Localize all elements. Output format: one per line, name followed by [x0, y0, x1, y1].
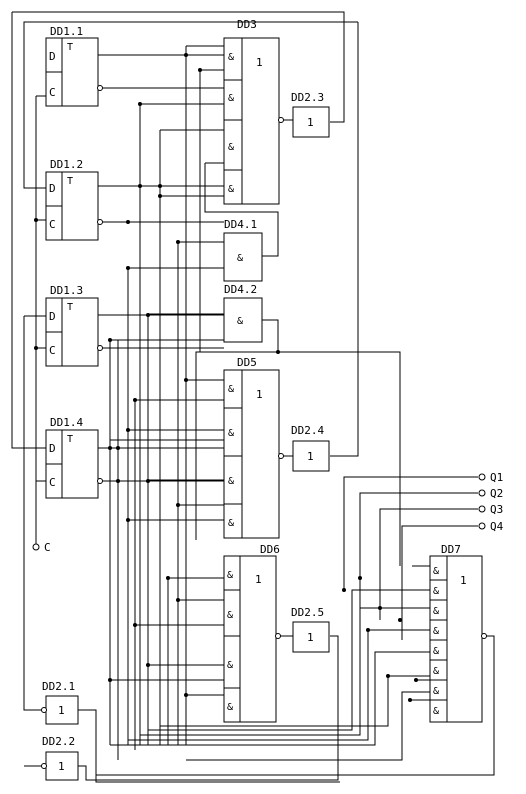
- and-symbol: &: [433, 586, 439, 597]
- dd2-4-label: DD2.4: [291, 424, 324, 437]
- flip-flop-dd1-3: D C T DD1.3: [45, 284, 103, 367]
- and-symbol: &: [228, 142, 234, 153]
- junction-dots: [34, 53, 418, 702]
- and-symbol: &: [228, 52, 234, 63]
- dd5-label: DD5: [237, 356, 257, 369]
- not-symbol: 1: [307, 631, 314, 644]
- not-symbol: 1: [58, 760, 65, 773]
- and-symbol: &: [433, 646, 439, 657]
- gate-dd4-2: & DD4.2: [223, 283, 263, 343]
- dd6-label: DD6: [260, 543, 280, 556]
- c-pin-label: C: [49, 476, 56, 489]
- d-pin-label: D: [49, 182, 56, 195]
- flip-flop-dd1-2: D C T DD1.2: [45, 158, 103, 241]
- not-symbol: 1: [307, 116, 314, 129]
- and-symbol: &: [228, 476, 234, 487]
- t-label: T: [67, 434, 73, 445]
- and-symbol: &: [228, 428, 234, 439]
- clock-terminal: C: [32, 541, 51, 554]
- gate-dd6: & & & & 1 DD6: [223, 543, 281, 723]
- dd2-5-label: DD2.5: [291, 606, 324, 619]
- and-symbol: &: [433, 666, 439, 677]
- t-label: T: [67, 302, 73, 313]
- inverter-dd2-4: 1 DD2.4: [291, 424, 330, 472]
- and-symbol: &: [433, 566, 439, 577]
- and-symbol: &: [228, 518, 234, 529]
- c-pin-label: C: [49, 218, 56, 231]
- and-symbol: &: [433, 606, 439, 617]
- gate-dd5: & & & & 1 DD5: [223, 356, 284, 539]
- and-symbol: &: [227, 610, 233, 621]
- gate-dd3: & & & & 1 DD3: [223, 18, 284, 205]
- and-symbol: &: [433, 706, 439, 717]
- dd3-label: DD3: [237, 18, 257, 31]
- and-symbol: &: [227, 702, 233, 713]
- not-symbol: 1: [307, 450, 314, 463]
- q2-label: Q2: [490, 487, 503, 500]
- inverter-dd2-3: 1 DD2.3: [291, 91, 330, 138]
- c-pin-label: C: [49, 344, 56, 357]
- or-symbol: 1: [256, 56, 263, 69]
- d-pin-label: D: [49, 310, 56, 323]
- t-label: T: [67, 176, 73, 187]
- dd1-1-label: DD1.1: [50, 25, 83, 38]
- and-symbol: &: [237, 253, 243, 264]
- gate-dd4-1: & DD4.1: [223, 218, 263, 282]
- and-symbol: &: [227, 660, 233, 671]
- q4-label: Q4: [490, 520, 504, 533]
- dd2-2-label: DD2.2: [42, 735, 75, 748]
- dd4-1-label: DD4.1: [224, 218, 257, 231]
- not-symbol: 1: [58, 704, 65, 717]
- dd2-1-label: DD2.1: [42, 680, 75, 693]
- dd1-4-label: DD1.4: [50, 416, 83, 429]
- d-pin-label: D: [49, 442, 56, 455]
- and-symbol: &: [237, 316, 243, 327]
- dd2-3-label: DD2.3: [291, 91, 324, 104]
- flip-flop-dd1-1: D C T DD1.1: [45, 25, 103, 107]
- inverter-dd2-1: 1 DD2.1: [41, 680, 79, 725]
- inverter-dd2-5: 1 DD2.5: [291, 606, 330, 653]
- and-symbol: &: [228, 384, 234, 395]
- d-pin-label: D: [49, 50, 56, 63]
- dd7-label: DD7: [441, 543, 461, 556]
- t-label: T: [67, 42, 73, 53]
- wires: [11, 11, 495, 783]
- or-symbol: 1: [256, 388, 263, 401]
- q3-label: Q3: [490, 503, 503, 516]
- and-symbol: &: [433, 626, 439, 637]
- gate-dd7: & & & & & & & & 1 DD7: [429, 543, 487, 723]
- dd4-2-label: DD4.2: [224, 283, 257, 296]
- q1-label: Q1: [490, 471, 503, 484]
- output-terminals: Q1 Q2 Q3 Q4: [478, 471, 504, 533]
- or-symbol: 1: [460, 574, 467, 587]
- and-symbol: &: [433, 686, 439, 697]
- c-pin-label: C: [49, 86, 56, 99]
- inverter-dd2-2: 1 DD2.2: [41, 735, 79, 781]
- and-symbol: &: [227, 570, 233, 581]
- and-symbol: &: [228, 93, 234, 104]
- dd1-3-label: DD1.3: [50, 284, 83, 297]
- clock-label: C: [44, 541, 51, 554]
- and-symbol: &: [228, 184, 234, 195]
- or-symbol: 1: [255, 573, 262, 586]
- dd1-2-label: DD1.2: [50, 158, 83, 171]
- flip-flop-dd1-4: D C T DD1.4: [45, 416, 103, 499]
